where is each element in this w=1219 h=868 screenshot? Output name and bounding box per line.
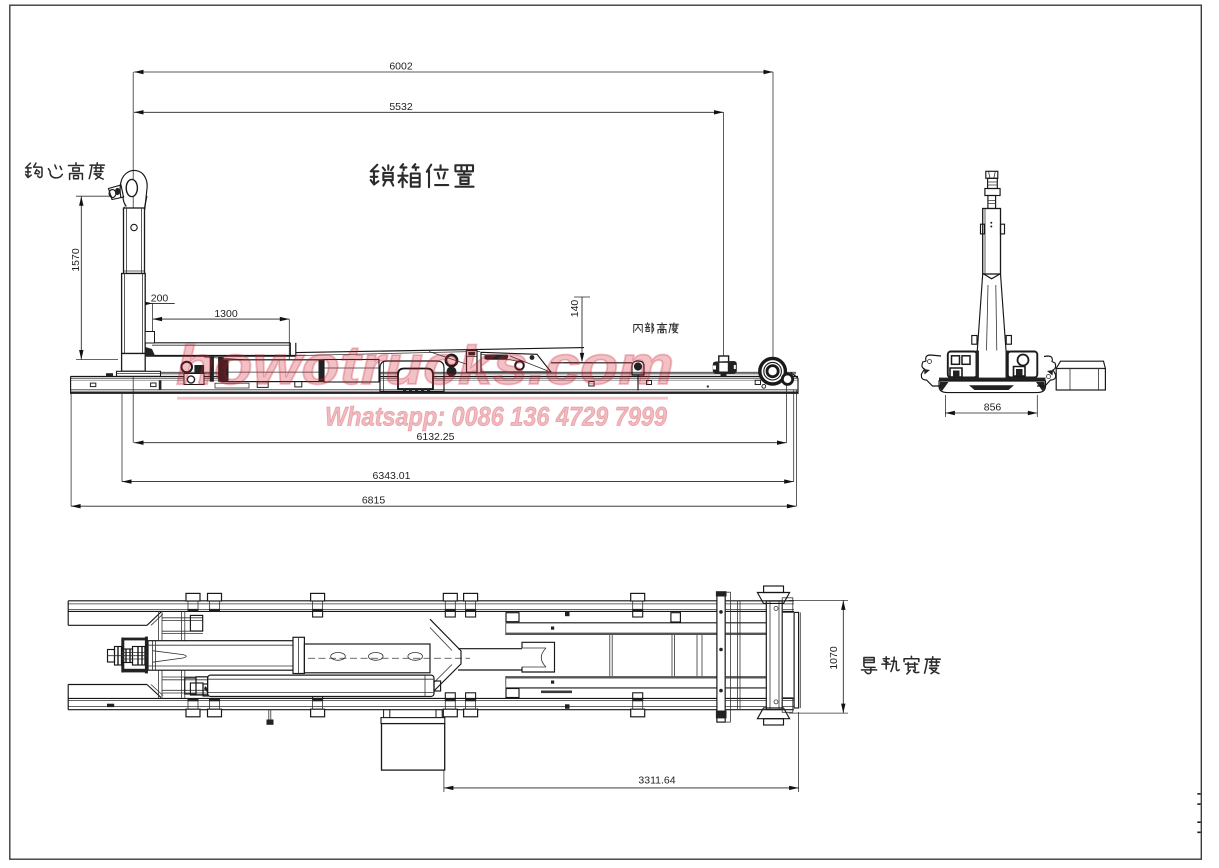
svg-text:5532: 5532 xyxy=(389,101,413,113)
svg-text:6343.01: 6343.01 xyxy=(373,470,411,482)
svg-text:140: 140 xyxy=(569,300,581,318)
svg-text:200: 200 xyxy=(151,293,169,305)
svg-text:856: 856 xyxy=(984,402,1002,414)
svg-text:Whatsapp: 0086 136 4729 7999: Whatsapp: 0086 136 4729 7999 xyxy=(325,402,667,432)
svg-text:6002: 6002 xyxy=(389,61,413,73)
svg-text:6132.25: 6132.25 xyxy=(417,431,455,443)
svg-text:1570: 1570 xyxy=(70,248,82,272)
svg-text:3311.64: 3311.64 xyxy=(638,775,675,787)
svg-text:howotrucks.com: howotrucks.com xyxy=(176,334,674,396)
svg-text:1300: 1300 xyxy=(214,308,238,320)
svg-text:6815: 6815 xyxy=(362,495,386,507)
svg-text:1070: 1070 xyxy=(828,646,840,670)
